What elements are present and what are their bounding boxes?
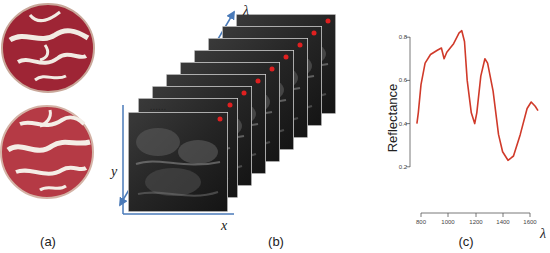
panel-label: (a) <box>40 235 56 248</box>
spectrum-curve <box>417 31 538 161</box>
axis-label: λ <box>540 227 546 241</box>
tick-label: 1600 <box>523 219 536 225</box>
axis-label: y <box>111 165 117 179</box>
y-axis <box>122 105 124 214</box>
panel-label: (c) <box>458 235 473 248</box>
panel-label: (b) <box>268 235 284 248</box>
tick-label: 1000 <box>441 219 454 225</box>
tick-label: 0.2 <box>399 164 407 170</box>
tick-label: 1200 <box>469 219 482 225</box>
tick-label: 0.4 <box>399 121 407 127</box>
axis-label: x <box>221 219 227 233</box>
x-axis <box>123 213 234 215</box>
ellipsis-mark: ...... <box>150 102 167 112</box>
axis-label: λ <box>243 4 249 18</box>
tick-label: 1400 <box>496 219 509 225</box>
meat-slice <box>1 106 93 198</box>
image-stack <box>128 14 336 212</box>
tick-label: 800 <box>416 219 426 225</box>
axis-title: Reflectance <box>386 84 399 153</box>
tick-label: 0.8 <box>399 34 407 40</box>
meat-slice <box>2 4 94 92</box>
tick-label: 0.6 <box>399 77 407 83</box>
